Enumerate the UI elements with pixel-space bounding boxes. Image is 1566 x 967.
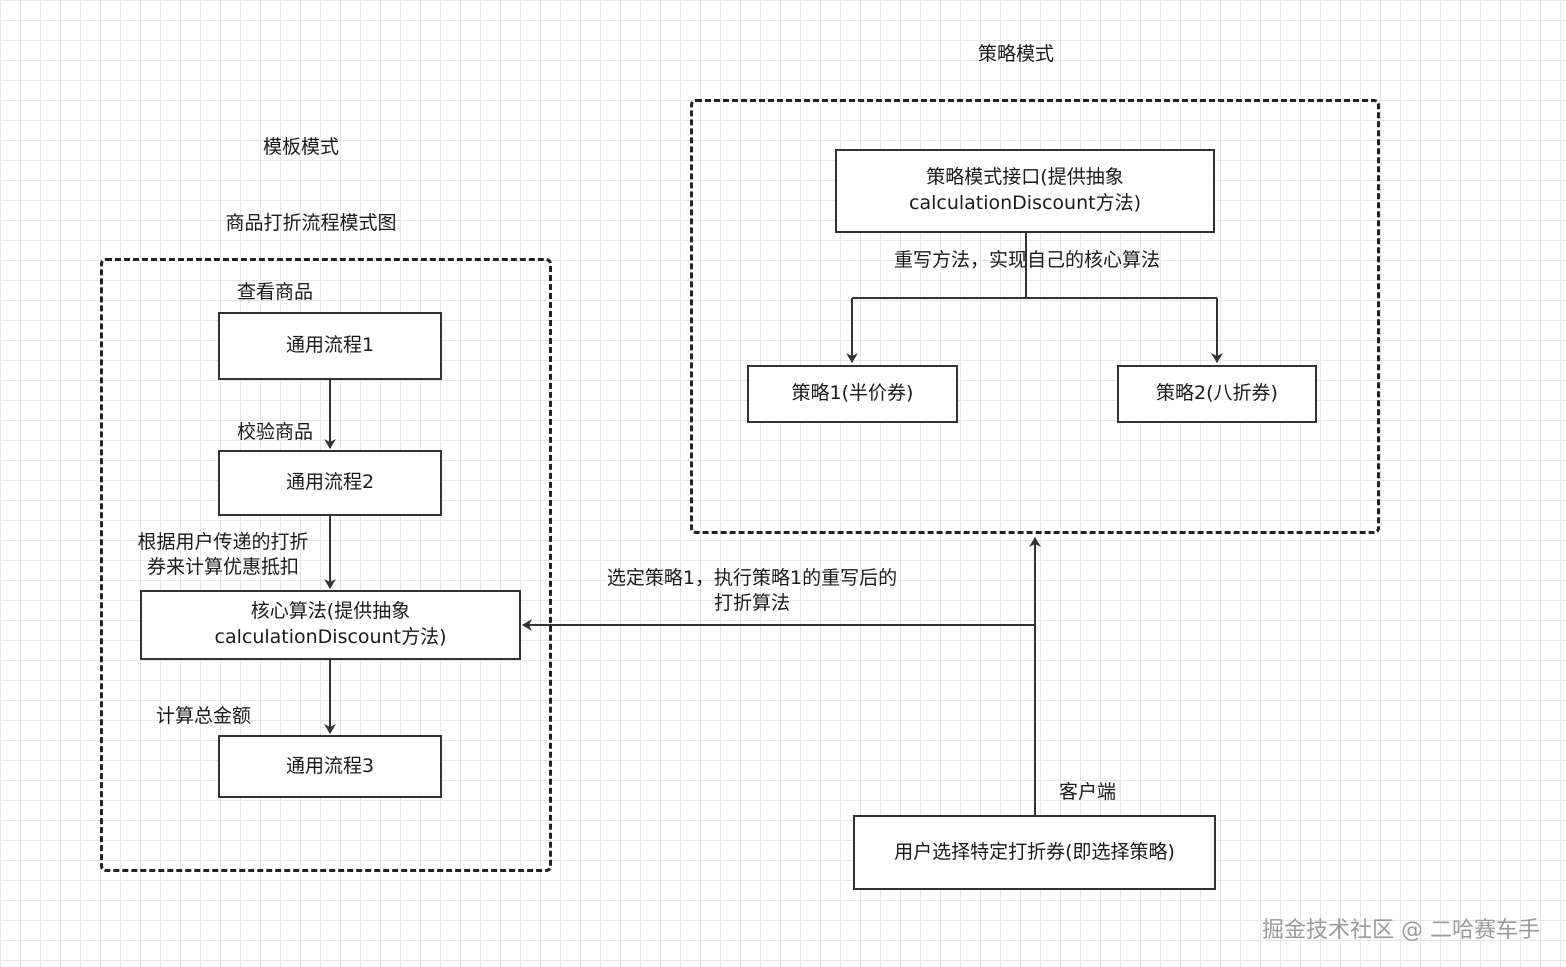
- common-flow3-label: 通用流程3: [285, 754, 375, 777]
- client-label: 客户端: [1059, 781, 1117, 803]
- client-select-coupon-label: 用户选择特定打折券(即选择策略): [894, 840, 1175, 863]
- core-algorithm-node[interactable]: 核心算法(提供抽象 calculationDiscount方法): [140, 590, 521, 660]
- common-flow1-node[interactable]: 通用流程1: [218, 312, 442, 380]
- template-section-title: 模板模式: [262, 136, 340, 158]
- template-section-subtitle: 商品打折流程模式图: [225, 212, 397, 234]
- step2-label: 校验商品: [237, 421, 314, 443]
- strategy2-node-label: 策略2(八折券): [1156, 382, 1278, 405]
- core-algorithm-line1: 核心算法(提供抽象: [250, 600, 411, 623]
- common-flow2-label: 通用流程2: [285, 471, 375, 494]
- core-algorithm-label: 根据用户传递的打折 券来计算优惠抵扣: [137, 530, 308, 579]
- strategy-interface-line2: calculationDiscount方法): [909, 192, 1141, 214]
- step3-label: 计算总金额: [156, 705, 252, 727]
- select-strategy-label-line1: 选定策略1，执行策略1的重写后的: [606, 567, 898, 589]
- core-algorithm-label-line2: 券来计算优惠抵扣: [146, 555, 300, 578]
- override-method-label: 重写方法，实现自己的核心算法: [893, 249, 1161, 271]
- strategy-interface-node[interactable]: 策略模式接口(提供抽象 calculationDiscount方法): [835, 149, 1215, 233]
- strategy-group-container: [690, 99, 1380, 534]
- common-flow3-node[interactable]: 通用流程3: [218, 735, 442, 798]
- common-flow1-label: 通用流程1: [285, 334, 375, 357]
- strategy2-node[interactable]: 策略2(八折券): [1117, 365, 1317, 423]
- template-group-container: [100, 258, 552, 872]
- common-flow2-node[interactable]: 通用流程2: [218, 450, 442, 516]
- strategy-interface-line1: 策略模式接口(提供抽象: [926, 166, 1124, 189]
- watermark-text: 掘金技术社区 @ 二哈赛车手: [1262, 918, 1540, 943]
- strategy-section-title: 策略模式: [977, 43, 1055, 65]
- core-algorithm-line2: calculationDiscount方法): [214, 626, 447, 648]
- client-select-coupon-node[interactable]: 用户选择特定打折券(即选择策略): [853, 815, 1216, 890]
- step1-label: 查看商品: [237, 281, 314, 303]
- strategy1-node-label: 策略1(半价券): [791, 382, 914, 405]
- strategy1-node[interactable]: 策略1(半价券): [747, 365, 958, 423]
- select-strategy-label: 选定策略1，执行策略1的重写后的 打折算法: [607, 566, 897, 615]
- select-strategy-label-line2: 打折算法: [713, 591, 790, 614]
- core-algorithm-label-line1: 根据用户传递的打折: [137, 531, 309, 553]
